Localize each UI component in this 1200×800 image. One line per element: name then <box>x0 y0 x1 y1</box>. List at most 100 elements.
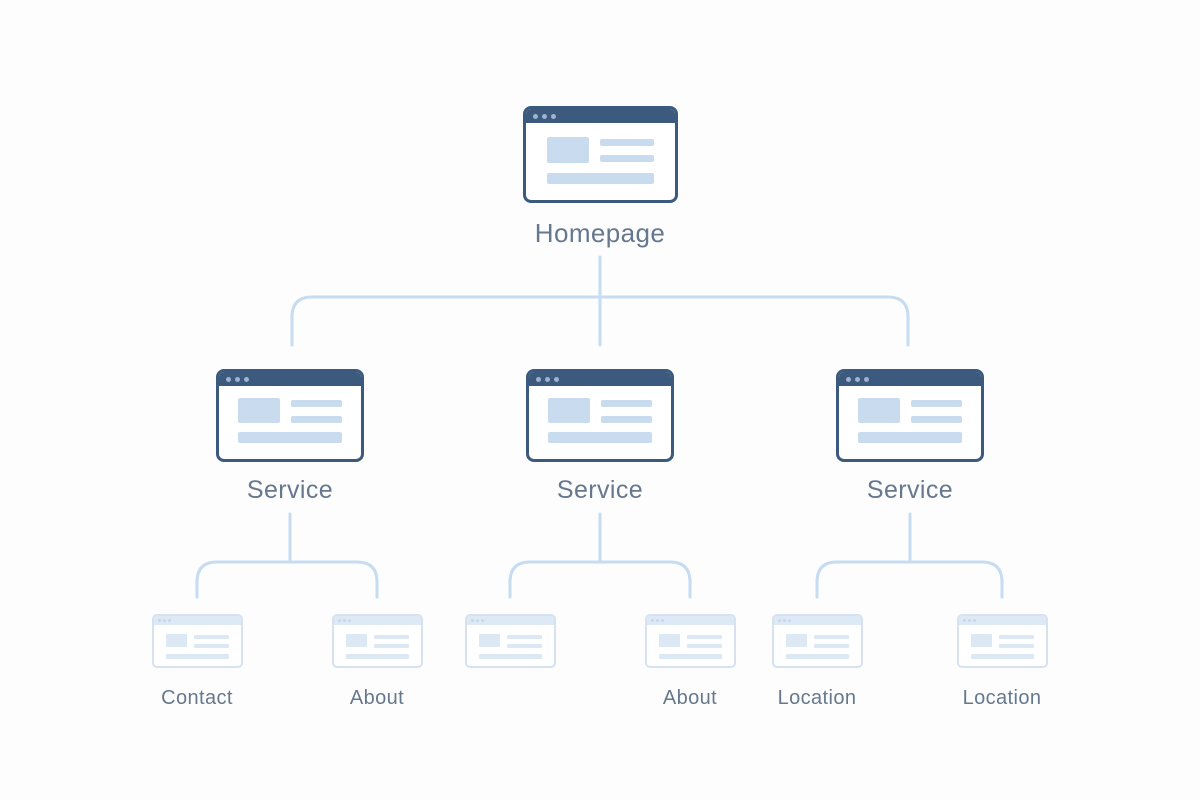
node-label: Service <box>866 476 954 504</box>
window-dot <box>235 376 240 382</box>
content-text-line <box>193 635 229 639</box>
window-content <box>467 625 554 659</box>
window-dot <box>864 376 869 382</box>
window-titlebar <box>153 616 241 625</box>
node-label: Service <box>246 476 334 504</box>
node-service-3: Service <box>800 369 1020 503</box>
content-text-line <box>813 644 849 648</box>
content-text-line <box>686 635 722 639</box>
content-image-placeholder <box>478 634 500 647</box>
content-text-line <box>911 400 962 407</box>
node-leaf-location-1: Location <box>727 614 907 708</box>
node-leaf-contact: Contact <box>107 614 287 708</box>
browser-window-icon <box>331 614 423 668</box>
window-content <box>774 625 861 659</box>
content-image-placeholder <box>548 398 590 423</box>
content-text-line <box>911 416 962 423</box>
node-label: About <box>349 687 405 709</box>
window-dot <box>855 376 860 382</box>
content-text-line <box>858 432 962 443</box>
content-text-line <box>373 635 409 639</box>
browser-window-icon <box>464 614 556 668</box>
connector-service3-branch <box>815 560 1004 599</box>
browser-window-icon <box>644 614 736 668</box>
content-image-placeholder <box>345 634 367 647</box>
window-dot <box>162 619 166 622</box>
content-image-placeholder <box>970 634 992 647</box>
window-dot <box>244 376 249 382</box>
window-dot <box>846 376 851 382</box>
content-text-line <box>998 635 1034 639</box>
content-text-line <box>813 635 849 639</box>
window-dot <box>342 619 346 622</box>
content-image-placeholder <box>238 398 280 423</box>
content-text-line <box>165 654 229 659</box>
window-dot <box>962 619 966 622</box>
browser-window-icon <box>836 369 984 462</box>
node-homepage: Homepage <box>490 106 710 246</box>
window-dot <box>787 619 791 622</box>
node-leaf-unlabeled <box>420 614 600 688</box>
node-service-2: Service <box>490 369 710 503</box>
window-content <box>647 625 734 659</box>
window-titlebar <box>525 109 675 123</box>
node-leaf-about-1: About <box>287 614 467 708</box>
content-image-placeholder <box>858 398 900 423</box>
connector-service1-branch <box>195 560 379 599</box>
content-text-line <box>345 654 409 659</box>
window-dot <box>226 376 231 382</box>
browser-window-icon <box>526 369 674 462</box>
browser-window-icon <box>151 614 243 668</box>
window-titlebar <box>646 616 734 625</box>
node-leaf-location-2: Location <box>912 614 1092 708</box>
window-content <box>334 625 421 659</box>
connector-root-branch <box>290 295 910 347</box>
content-text-line <box>193 644 229 648</box>
window-titlebar <box>773 616 861 625</box>
window-titlebar <box>839 372 981 386</box>
content-text-line <box>599 155 654 162</box>
content-image-placeholder <box>165 634 187 647</box>
window-content <box>154 625 241 659</box>
window-content <box>839 386 981 443</box>
window-dot <box>347 619 351 622</box>
window-dot <box>480 619 484 622</box>
content-text-line <box>785 654 849 659</box>
content-text-line <box>686 644 722 648</box>
node-leaf-about-2: About <box>600 614 780 708</box>
window-content <box>959 625 1046 659</box>
window-dot <box>532 113 538 119</box>
node-label: Homepage <box>534 218 666 248</box>
content-text-line <box>548 432 652 443</box>
content-text-line <box>601 416 652 423</box>
node-label: About <box>662 687 718 709</box>
window-titlebar <box>333 616 421 625</box>
node-label: Service <box>556 476 644 504</box>
window-dot <box>157 619 161 622</box>
node-label: Location <box>777 687 857 709</box>
window-dot <box>536 376 541 382</box>
window-dot <box>550 113 556 119</box>
window-titlebar <box>466 616 554 625</box>
window-content <box>219 386 361 443</box>
window-dot <box>655 619 659 622</box>
node-label: Contact <box>161 687 233 709</box>
window-dot <box>167 619 171 622</box>
node-label: Location <box>962 687 1042 709</box>
window-dot <box>972 619 976 622</box>
content-text-line <box>601 400 652 407</box>
window-dot <box>554 376 559 382</box>
node-service-1: Service <box>180 369 400 503</box>
content-text-line <box>506 644 542 648</box>
content-text-line <box>658 654 722 659</box>
browser-window-icon <box>956 614 1048 668</box>
browser-window-icon <box>771 614 863 668</box>
content-image-placeholder <box>785 634 807 647</box>
window-dot <box>967 619 971 622</box>
content-text-line <box>291 416 342 423</box>
browser-window-icon <box>216 369 364 462</box>
content-text-line <box>478 654 542 659</box>
content-text-line <box>291 400 342 407</box>
window-content <box>526 123 675 184</box>
